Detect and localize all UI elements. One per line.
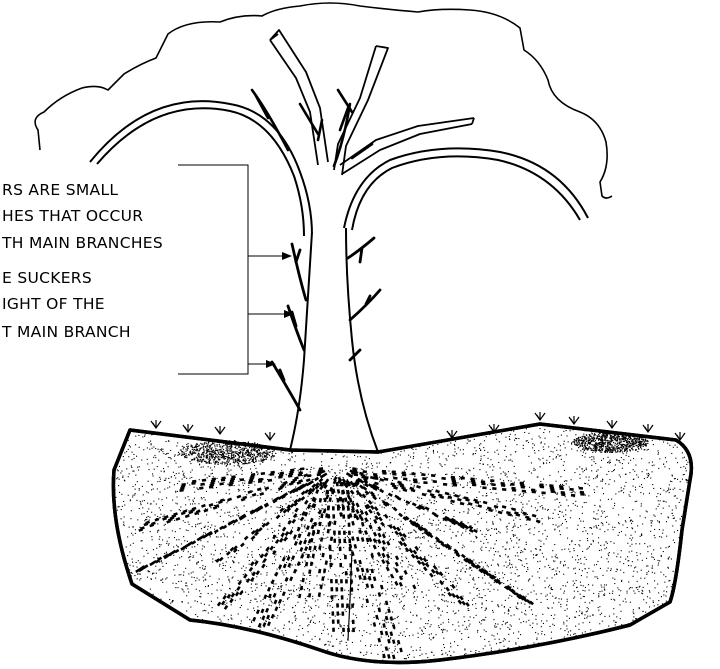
annotation-line-4: E SUCKERS [2, 269, 92, 287]
arrowhead-1 [282, 252, 292, 260]
right-arch-branch-inner [352, 156, 580, 230]
annotation-bracket [178, 165, 290, 374]
trunk [290, 228, 378, 452]
central-upper-branches [270, 30, 474, 175]
annotation-line-3: TH MAIN BRANCHES [1, 234, 163, 252]
annotation-line-5: IGHT OF THE [2, 295, 105, 313]
right-arch-branch-outer [344, 148, 588, 228]
annotation-line-6: T MAIN BRANCH [1, 323, 131, 341]
annotation-line-1: RS ARE SMALL [2, 181, 118, 199]
annotation-line-2: HES THAT OCCUR [2, 207, 143, 225]
